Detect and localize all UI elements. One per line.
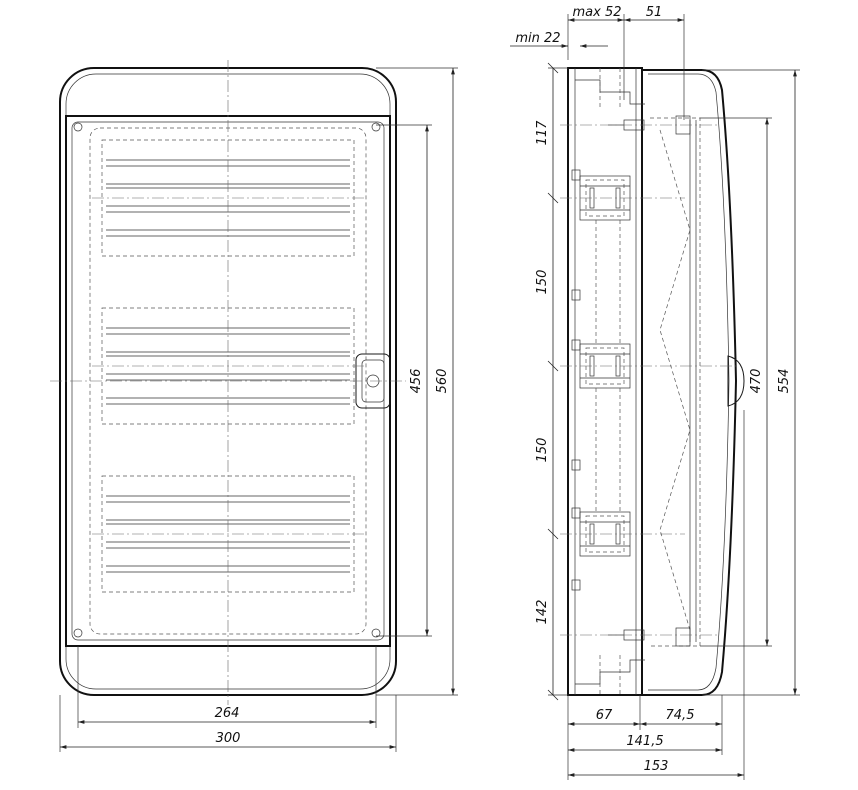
dimension-label: 560: [435, 369, 450, 394]
dimension-label: 150: [535, 270, 550, 295]
dimension-470: 470: [700, 117, 772, 647]
dimension-label: 150: [535, 438, 550, 463]
door-screw-icon: [73, 122, 381, 638]
dimension-label: 74,5: [666, 708, 695, 723]
dimension-label: 300: [216, 731, 241, 746]
dimension-label: 141,5: [626, 734, 663, 749]
dimension-max-52: max 52: [567, 5, 625, 100]
dimension-51: 51: [624, 5, 685, 120]
dimension-300: 300: [59, 695, 397, 752]
dimension-label: 67: [596, 708, 613, 723]
dimension-label: min 22: [515, 31, 560, 46]
dimension-label: 142: [535, 600, 550, 625]
dimension-554: 554: [702, 69, 800, 696]
dimension-label: 470: [749, 369, 764, 394]
dimension-560: 560: [376, 67, 458, 696]
enclosure-base-outline: [567, 67, 643, 696]
dimension-label: 153: [644, 759, 669, 774]
dimension-label: 456: [409, 369, 424, 394]
dimension-label: max 52: [573, 5, 622, 20]
door-profile-outline: [642, 69, 738, 696]
dimension-label: 117: [535, 120, 550, 146]
dimension-label: 264: [215, 706, 240, 721]
dimension-label: 554: [777, 369, 792, 394]
dimension-min-22: min 22: [510, 31, 608, 48]
dimension-141-5: 141,5: [568, 734, 722, 752]
dimension-264: 264: [77, 646, 377, 728]
dimension-456: 456: [376, 124, 432, 637]
dimension-label: 51: [646, 5, 663, 20]
front-view: 264 300 456 560: [50, 60, 458, 752]
side-view: max 52 51 min 22 117 150 150 142: [510, 5, 800, 780]
dimension-153: 153: [568, 759, 744, 777]
dimension-67-74: 67 74,5: [567, 410, 745, 780]
side-handle-icon: [727, 355, 745, 407]
dimension-chain-left: 117 150 150 142: [535, 62, 568, 701]
